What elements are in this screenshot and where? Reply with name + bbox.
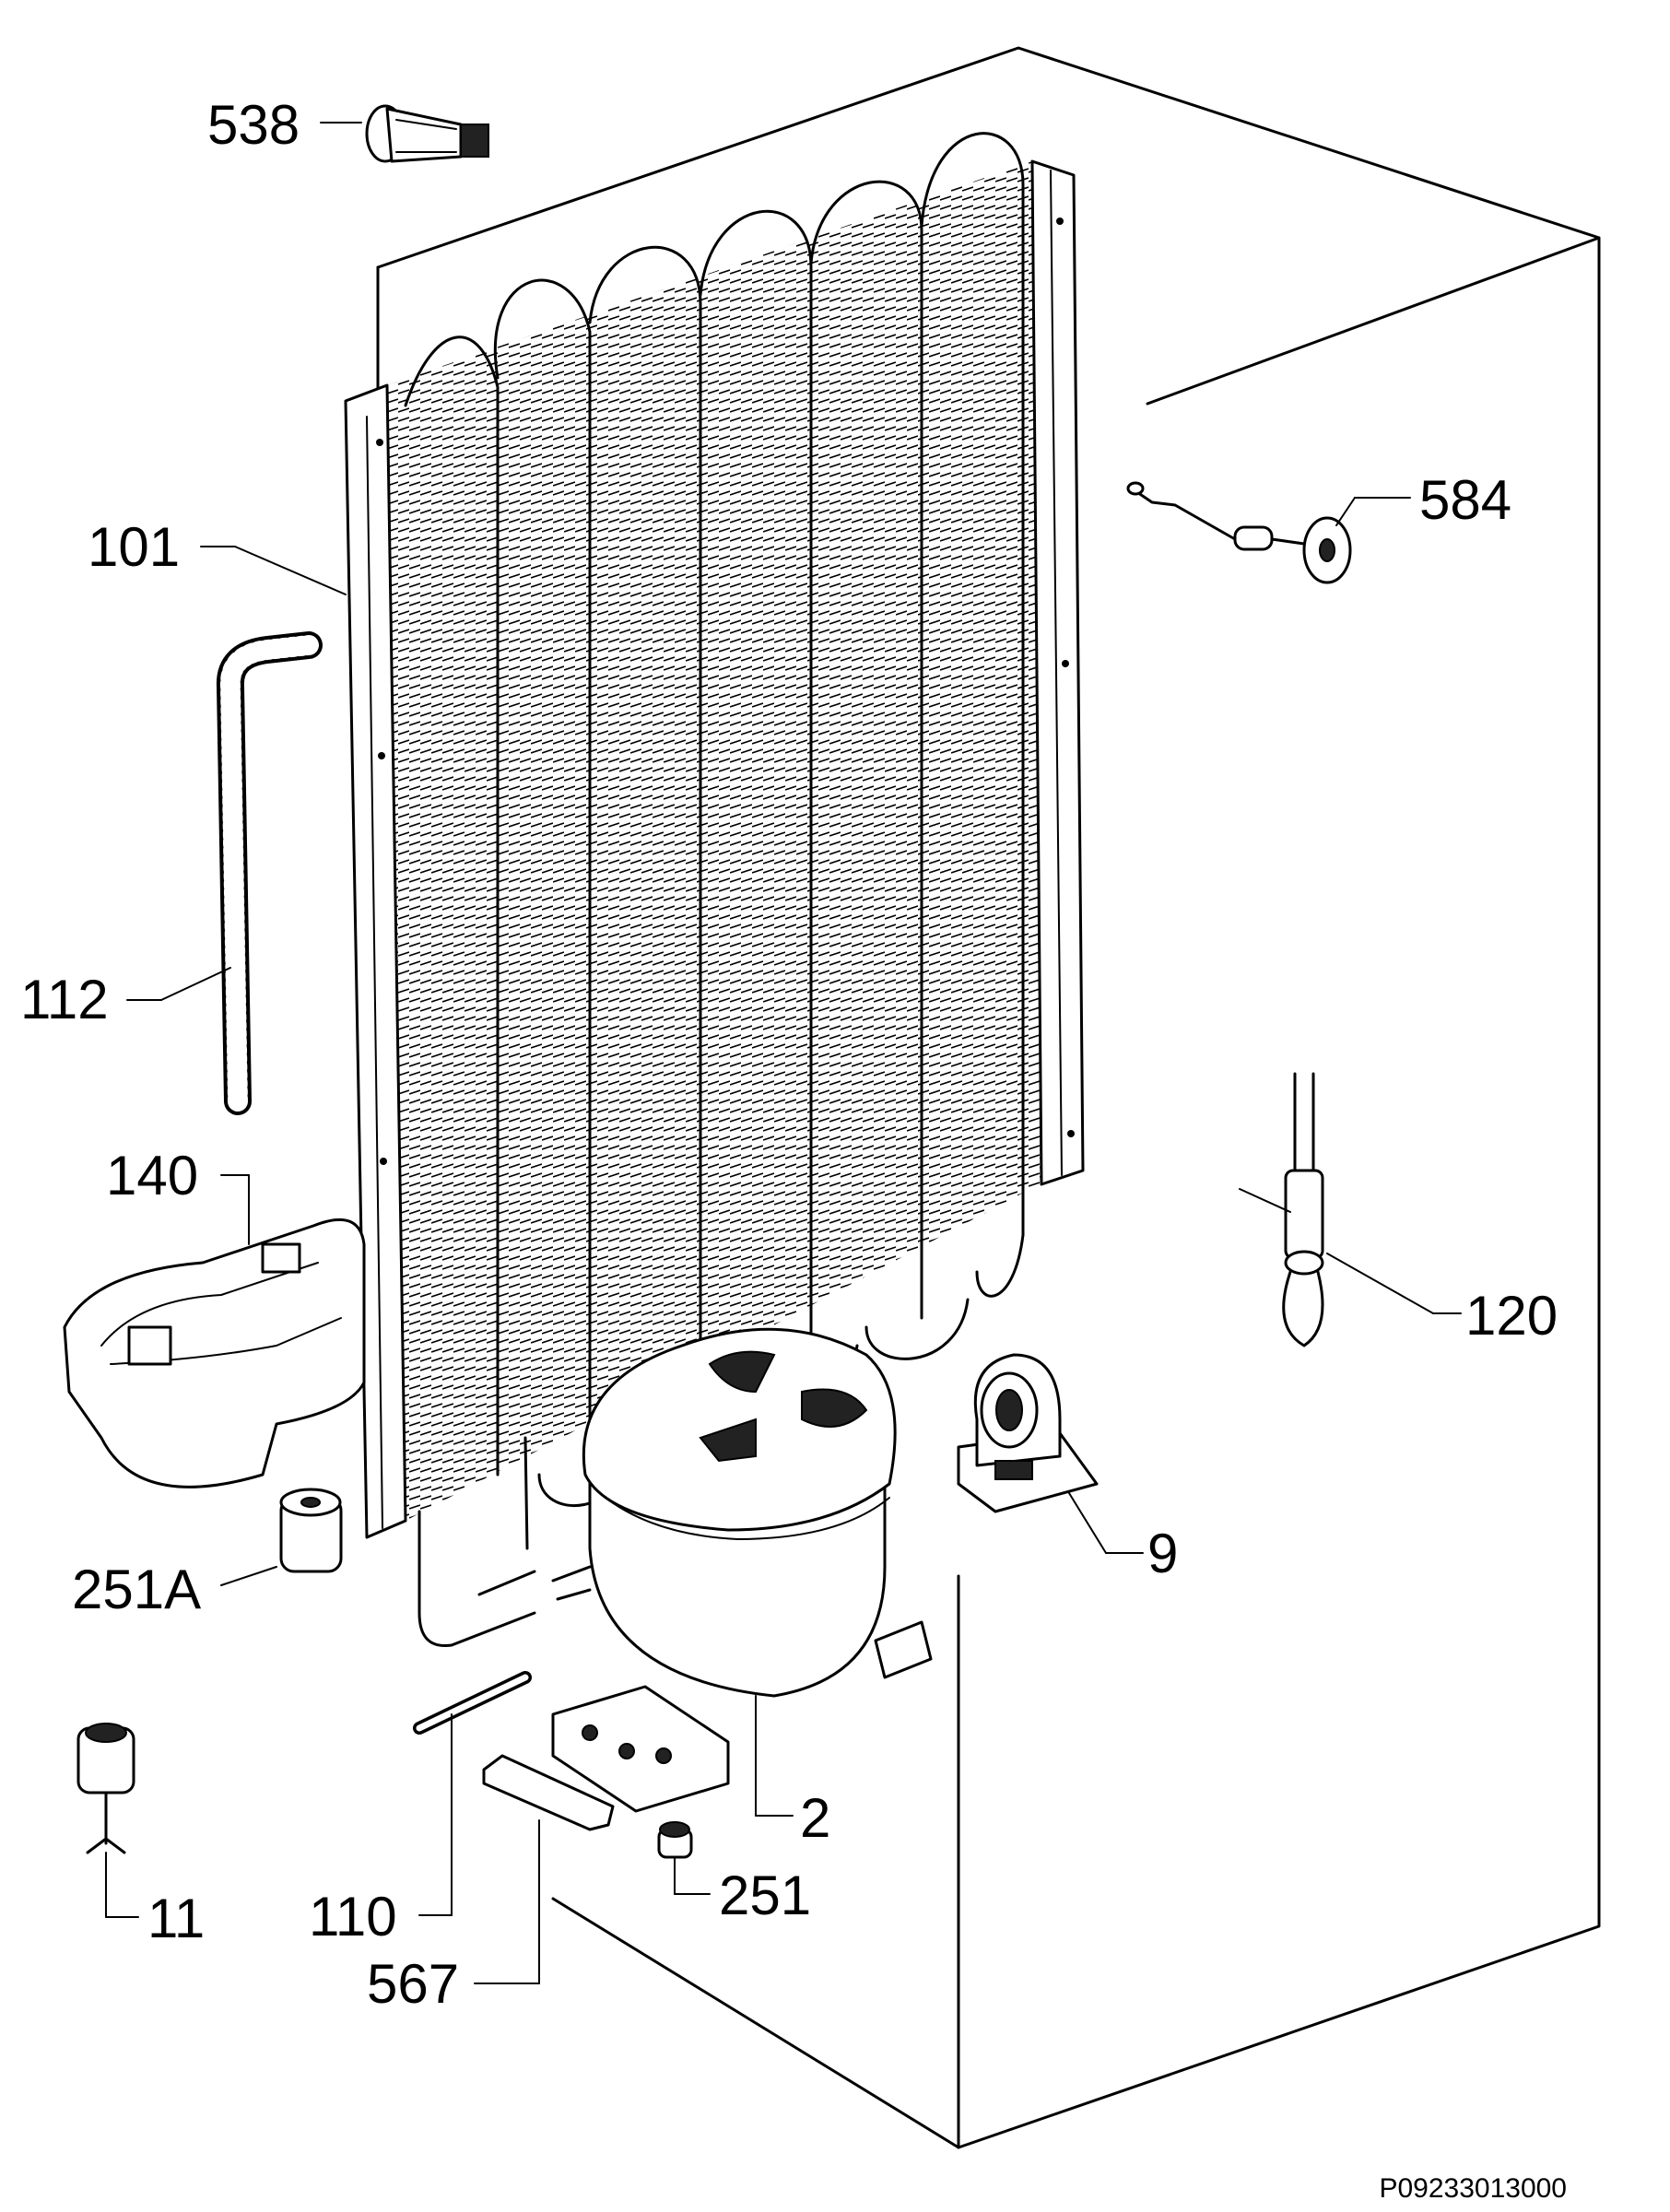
service-valve-11 — [76, 1723, 135, 1854]
mounting-plate-567 — [482, 1754, 615, 1831]
component-120 — [1239, 1072, 1324, 1347]
callout-labels: 538 101 584 112 140 120 251A 9 2 11 110 … — [20, 94, 1558, 2015]
condenser-101 — [344, 132, 1085, 1648]
callout-251a: 251A — [72, 1559, 201, 1620]
grommet-251 — [657, 1821, 693, 1859]
callout-112: 112 — [20, 969, 109, 1030]
drain-hose-112 — [216, 631, 323, 1115]
relay-bracket-9 — [957, 1353, 1099, 1513]
connecting-pipe-110 — [413, 1671, 532, 1735]
callout-9: 9 — [1147, 1523, 1178, 1584]
rubber-grommet-251a — [279, 1488, 343, 1573]
callout-110: 110 — [309, 1886, 397, 1947]
callout-584: 584 — [1419, 469, 1511, 531]
drip-tray-140 — [63, 1218, 366, 1488]
callout-567: 567 — [367, 1953, 459, 2015]
component-538 — [365, 104, 489, 163]
document-id: P09233013000 — [1379, 2173, 1567, 2204]
callout-101: 101 — [88, 516, 180, 578]
callout-120: 120 — [1465, 1285, 1558, 1347]
component-584 — [1126, 481, 1352, 584]
compressor-2 — [477, 1327, 933, 1813]
callout-140: 140 — [106, 1145, 198, 1206]
callout-538: 538 — [207, 94, 300, 156]
callout-11: 11 — [147, 1888, 205, 1949]
leader-lines — [105, 122, 1462, 1984]
callout-2: 2 — [800, 1787, 830, 1849]
callout-251: 251 — [719, 1865, 811, 1926]
